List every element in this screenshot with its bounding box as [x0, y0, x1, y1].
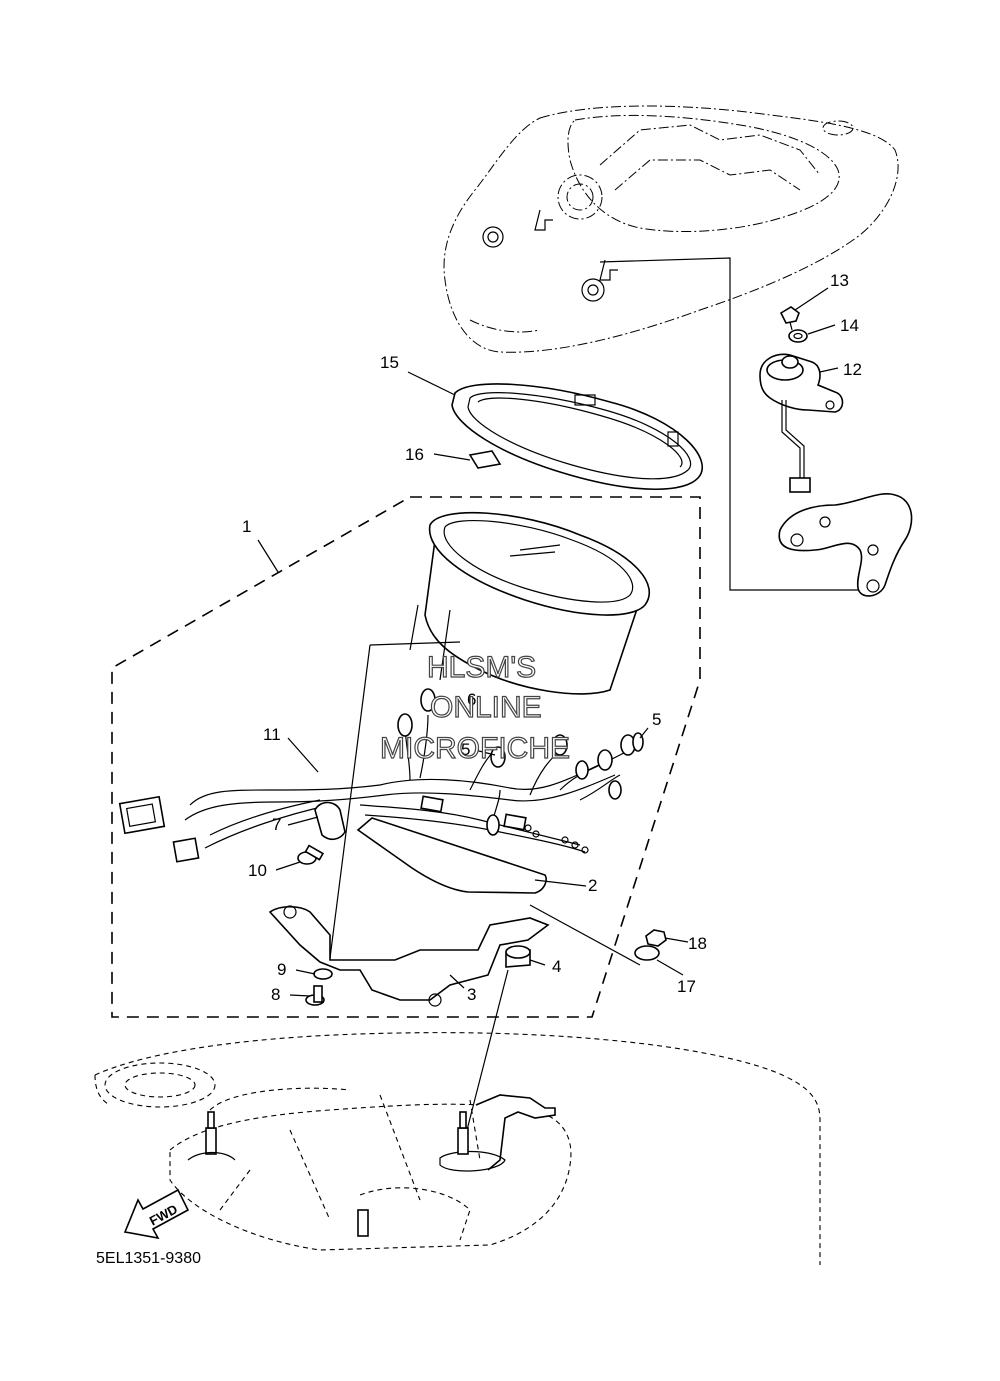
- label-leaders: [257, 287, 839, 997]
- part-label-8: 8: [271, 985, 280, 1004]
- stay-bracket-3: [268, 905, 550, 1001]
- screw-10: [297, 844, 325, 865]
- meter-body: [409, 511, 651, 695]
- part-label-11: 11: [263, 725, 281, 744]
- part-label-4: 4: [552, 957, 561, 976]
- part-label-13: 13: [830, 271, 849, 290]
- assembly-boundary: [111, 496, 701, 1018]
- watermark-line-1: HLSM'S: [427, 651, 536, 684]
- clamp-7: [314, 801, 346, 841]
- leader-line: [529, 904, 641, 966]
- part-label-6: 6: [467, 690, 476, 709]
- part-label-5-center: 5: [461, 740, 470, 759]
- switch-assembly: [759, 306, 913, 597]
- fwd-arrow-icon: FWD: [123, 1188, 190, 1240]
- watermark-line-2: ONLINE: [430, 691, 542, 724]
- screw-8: [305, 985, 325, 1006]
- leader-line: [329, 644, 371, 959]
- part-number-labels: 1 2 3 4 5 5 6 7 8 9 10 11 12 13 14 15 16…: [242, 271, 862, 1004]
- leader-line: [466, 969, 509, 1131]
- part-label-17: 17: [677, 977, 696, 996]
- part-label-5-right: 5: [652, 710, 661, 729]
- part-label-9: 9: [277, 960, 286, 979]
- nut-18: [645, 929, 667, 947]
- damper-4: [505, 945, 531, 968]
- cowl-leader-line: [599, 257, 865, 591]
- part-label-15: 15: [380, 353, 399, 372]
- cover-plate-2: [356, 817, 547, 894]
- part-label-7: 7: [272, 815, 281, 834]
- upper-cowl: [443, 105, 899, 353]
- part-label-2: 2: [588, 876, 597, 895]
- part-label-1: 1: [242, 517, 251, 536]
- part-label-3: 3: [467, 985, 476, 1004]
- part-label-14: 14: [840, 316, 859, 335]
- part-label-18: 18: [688, 934, 707, 953]
- bezel-ring: [451, 383, 704, 491]
- drawing-code: 5EL1351-9380: [96, 1250, 201, 1267]
- clip-16: [468, 450, 502, 469]
- washer-9: [313, 968, 333, 980]
- lower-tank: [94, 1032, 821, 1265]
- part-label-12: 12: [843, 360, 862, 379]
- watermark-line-3: MICROFICHE: [380, 732, 570, 765]
- leader-line: [369, 641, 461, 646]
- wire-harness: [118, 688, 644, 863]
- bracket-hole: [428, 993, 442, 1007]
- washer-17: [634, 945, 660, 961]
- part-label-16: 16: [405, 445, 424, 464]
- part-label-10: 10: [248, 861, 267, 880]
- watermark: HLSM'S ONLINE MICROFICHE: [379, 650, 570, 765]
- bracket-hole: [283, 905, 297, 919]
